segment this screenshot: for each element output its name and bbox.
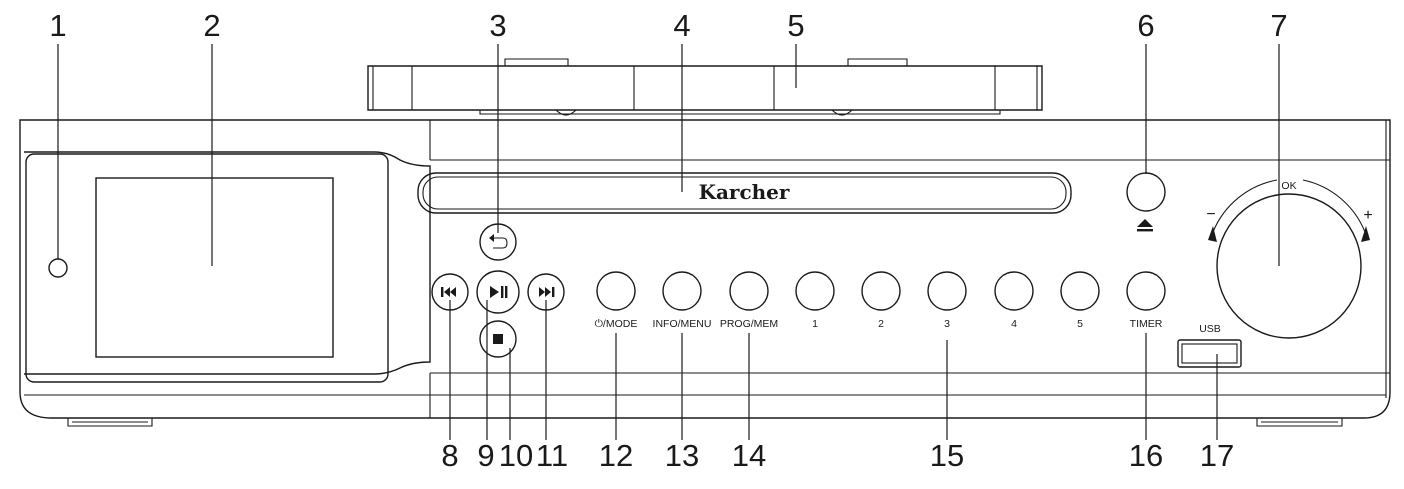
arrow-left-icon [1208, 226, 1217, 242]
remote-control-top [367, 58, 1043, 116]
play-pause-icon [490, 286, 508, 298]
prog-mem-label: PROG/MEM [720, 318, 778, 330]
preset-3-button[interactable] [927, 271, 967, 311]
stop-button[interactable] [479, 320, 517, 358]
preset-4-label: 4 [1011, 318, 1017, 330]
callout-6: 6 [1137, 8, 1154, 43]
callout-16: 16 [1129, 438, 1163, 473]
knob-ok-label: OK [1281, 180, 1296, 192]
mode-button[interactable] [596, 271, 636, 311]
callout-4: 4 [673, 8, 690, 43]
preset-2-label: 2 [878, 318, 884, 330]
lcd-screen [95, 177, 334, 358]
arrow-right-icon [1361, 226, 1370, 242]
callout-12: 12 [599, 438, 633, 473]
timer-button[interactable] [1126, 271, 1166, 311]
device-body [19, 119, 1391, 427]
skip-forward-icon [539, 287, 555, 297]
callout-17: 17 [1200, 438, 1234, 473]
play-pause-button[interactable] [476, 270, 520, 314]
brand-logo: Karcher [699, 180, 790, 204]
preset-5-button[interactable] [1060, 271, 1100, 311]
eject-button[interactable] [1126, 172, 1166, 232]
leader-lines [57, 44, 1280, 440]
stop-icon [493, 334, 503, 344]
cd-slot[interactable] [417, 172, 1072, 214]
preset-3-label: 3 [944, 318, 950, 330]
eject-icon [1137, 219, 1153, 227]
usb-label: USB [1199, 323, 1221, 335]
callout-labels: 1 2 3 4 5 6 7 8 9 10 11 12 13 14 15 16 1… [49, 8, 1287, 473]
callout-7: 7 [1270, 8, 1287, 43]
callout-9: 9 [477, 438, 494, 473]
info-menu-button[interactable] [662, 271, 702, 311]
callout-13: 13 [665, 438, 699, 473]
callout-8: 8 [441, 438, 458, 473]
knob-minus-label: − [1206, 206, 1215, 223]
info-menu-label: INFO/MENU [653, 318, 712, 330]
back-icon [489, 234, 508, 249]
timer-label: TIMER [1130, 318, 1163, 330]
skip-back-icon [441, 287, 456, 297]
preset-5-label: 5 [1077, 318, 1083, 330]
mode-label: ⏻/MODE [595, 318, 638, 330]
display-bezel [25, 153, 389, 383]
callout-11: 11 [536, 438, 568, 473]
preset-1-button[interactable] [795, 271, 835, 311]
callout-1: 1 [49, 8, 66, 43]
volume-knob[interactable] [1208, 179, 1370, 339]
callout-10: 10 [499, 438, 533, 473]
callout-2: 2 [203, 8, 220, 43]
callout-14: 14 [732, 438, 766, 473]
sensor [48, 258, 68, 278]
callout-3: 3 [489, 8, 506, 43]
preset-4-button[interactable] [994, 271, 1034, 311]
usb-port[interactable] [1177, 339, 1242, 368]
callout-5: 5 [787, 8, 804, 43]
prog-mem-button[interactable] [729, 271, 769, 311]
knob-plus-label: + [1363, 207, 1372, 224]
back-button[interactable] [479, 223, 517, 261]
preset-1-label: 1 [812, 318, 818, 330]
callout-15: 15 [930, 438, 964, 473]
preset-2-button[interactable] [861, 271, 901, 311]
display-panel [24, 151, 431, 383]
